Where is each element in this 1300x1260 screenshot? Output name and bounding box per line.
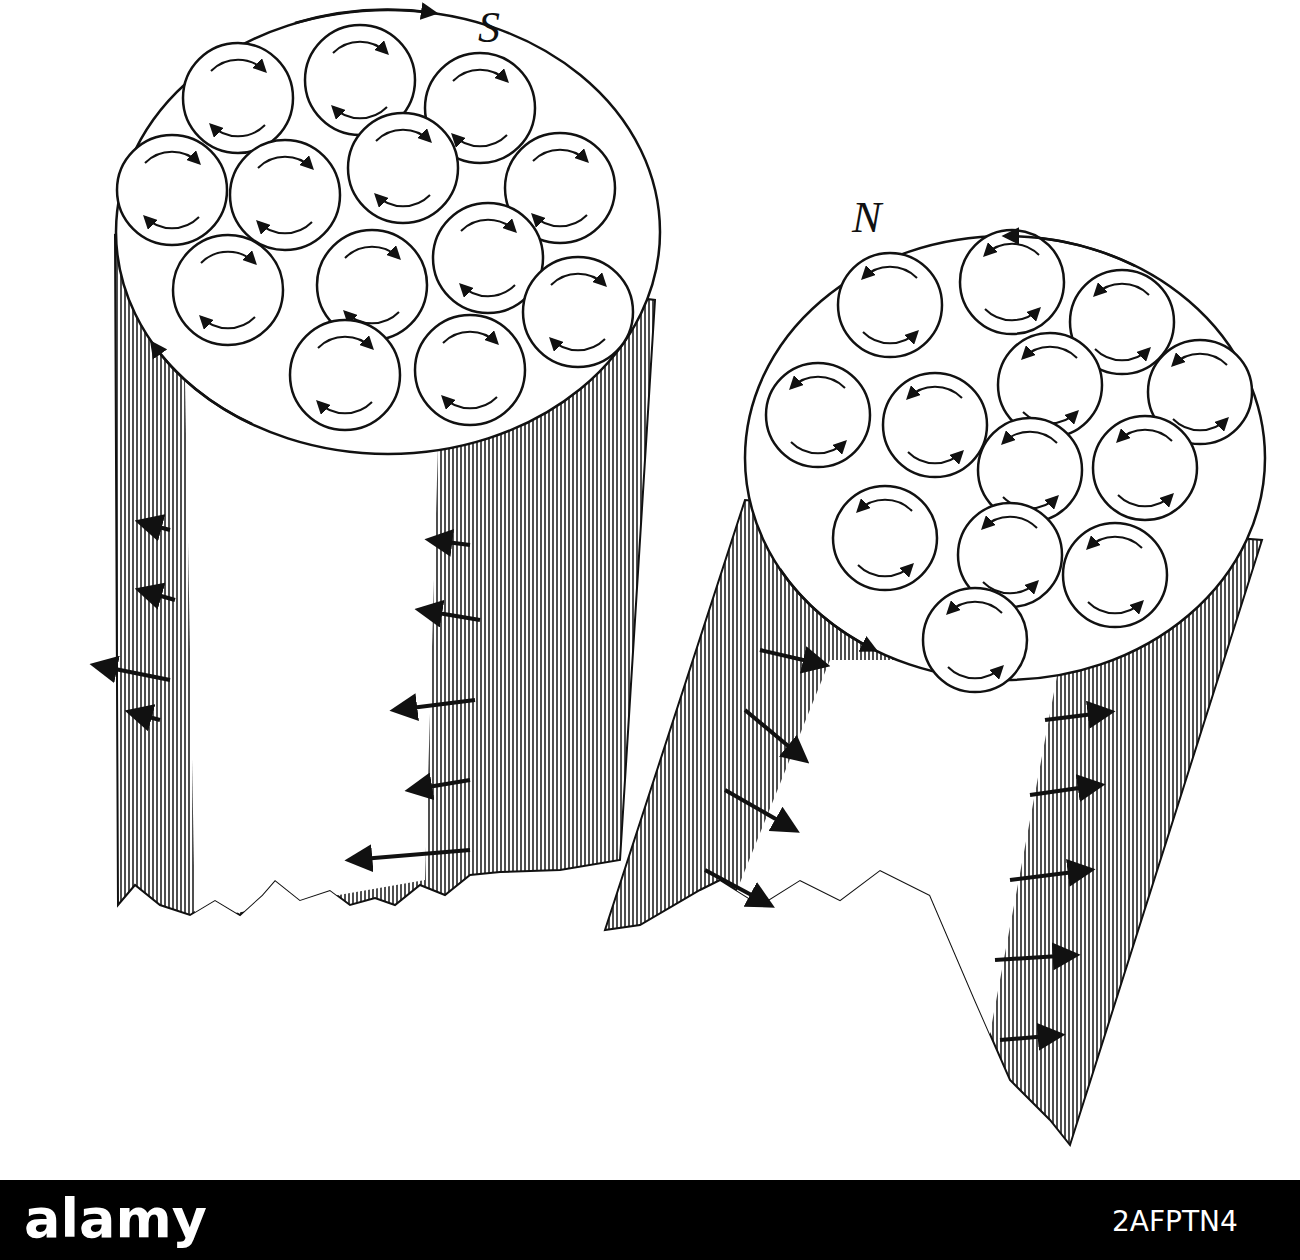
pole-label: S: [478, 6, 500, 50]
watermark-bar: [0, 1180, 1300, 1260]
image-id: 2AFPTN4: [1112, 1208, 1238, 1236]
watermark: alamy: [24, 1192, 207, 1246]
north-cylinder: [605, 230, 1265, 1145]
south-cylinder: [95, 10, 660, 920]
pole-label: N: [852, 196, 881, 240]
